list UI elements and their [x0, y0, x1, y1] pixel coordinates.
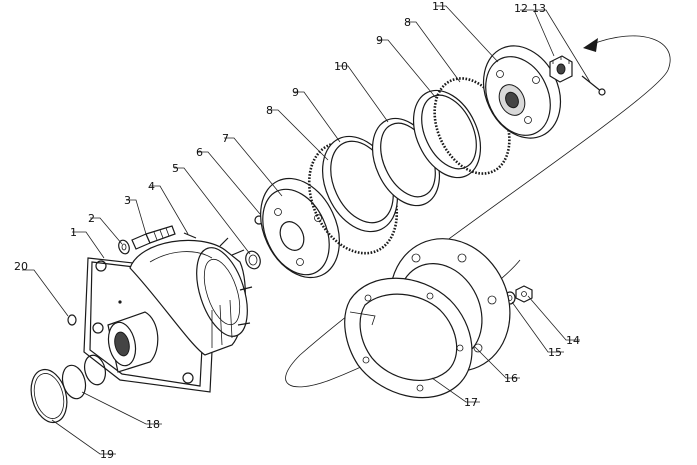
callout-5: 5 [172, 162, 179, 175]
callout-4: 4 [148, 180, 155, 193]
callout-3: 3 [124, 194, 131, 207]
callout-8-lower: 8 [266, 104, 273, 117]
part-9-ring-upper [412, 89, 482, 179]
part-3-bolt [131, 225, 176, 250]
callout-7: 7 [222, 132, 229, 145]
part-4-pin [183, 232, 197, 239]
callout-20: 20 [14, 260, 28, 273]
part-12-castle-nut [549, 55, 573, 83]
callout-12: 12 [514, 2, 528, 15]
callout-9-upper: 9 [376, 34, 383, 47]
part-11-hub-disc [482, 45, 562, 139]
callout-18: 18 [146, 418, 160, 431]
callout-15: 15 [548, 346, 562, 359]
part-17-gasket [344, 277, 473, 399]
callout-labels: 1 2 3 4 5 6 7 8 9 10 9 8 11 12 13 14 15 … [14, 0, 580, 461]
callout-16: 16 [504, 372, 518, 385]
leader-lines [22, 5, 591, 455]
assembly-direction-arrow [583, 38, 598, 52]
part-13-cotter-pin [581, 75, 606, 96]
housing-studs [219, 237, 253, 326]
callout-1: 1 [70, 226, 77, 239]
part-1-housing [83, 237, 253, 393]
part-20-small-ring [67, 314, 77, 326]
callout-8-upper: 8 [404, 16, 411, 29]
callout-13: 13 [532, 2, 546, 15]
callout-19: 19 [100, 448, 114, 461]
callout-2: 2 [88, 212, 95, 225]
part-7-carrier-disc [260, 177, 340, 279]
callout-11: 11 [432, 0, 446, 13]
part-19-seal-ring [30, 368, 68, 424]
part-2-washer [118, 239, 130, 255]
callout-17: 17 [464, 396, 478, 409]
callout-6: 6 [196, 146, 203, 159]
callout-14: 14 [566, 334, 580, 347]
part-5-ring [245, 250, 261, 270]
part-14-nut [515, 285, 533, 303]
callout-9-lower: 9 [292, 86, 299, 99]
callout-10: 10 [334, 60, 348, 73]
